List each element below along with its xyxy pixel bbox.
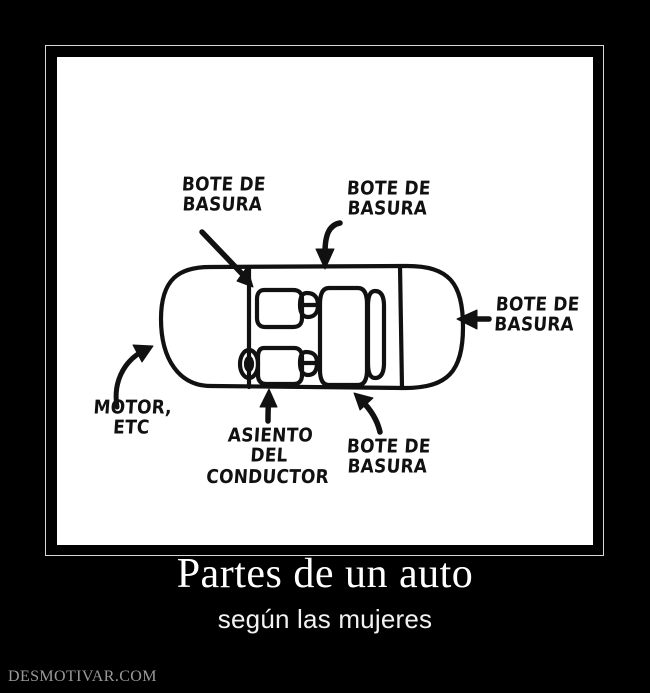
label-bote-de-basura-trunk: BOTE DE BASURA [493,293,581,337]
car-body-outline [158,263,466,391]
poster-image-area: BOTE DE BASURA BOTE DE BASURA BOTE DE BA… [57,57,593,545]
label-bote-de-basura-rear-seat: BOTE DE BASURA [346,177,432,221]
label-motor-etc: MOTOR, ETC [92,396,173,440]
label-bote-de-basura-passenger: BOTE DE BASURA [181,173,267,217]
label-bote-de-basura-rear-floor: BOTE DE BASURA [346,435,432,479]
poster-subtitle: según las mujeres [217,604,433,635]
rear-bench-backrest [365,288,387,381]
label-asiento-del-conductor: ASIENTO DEL CONDUCTOR [205,424,330,489]
arrow-to-rear-seat [315,220,343,270]
poster-hairline-frame [45,45,604,556]
arrow-to-driver-seat [259,388,278,424]
poster-title: Partes de un auto [176,551,474,597]
front-passenger-seat [254,287,305,330]
caption-block: Partes de un auto según las mujeres [0,552,650,635]
arrow-to-passenger-seat [199,229,254,288]
driver-headrest [297,349,320,378]
steering-wheel-hub [243,355,255,373]
trunk-divider-line [397,263,405,391]
car-diagram [113,220,492,435]
passenger-headrest [297,290,321,320]
steering-wheel [237,347,261,381]
driver-seat [255,345,305,387]
arrow-to-rear-floor [353,392,383,435]
watermark-desmotivar: DESMOTIVAR.COM [8,668,157,685]
arrow-to-trunk [456,309,492,330]
arrow-to-hood [113,344,154,410]
rear-bench-cushion [317,285,370,388]
